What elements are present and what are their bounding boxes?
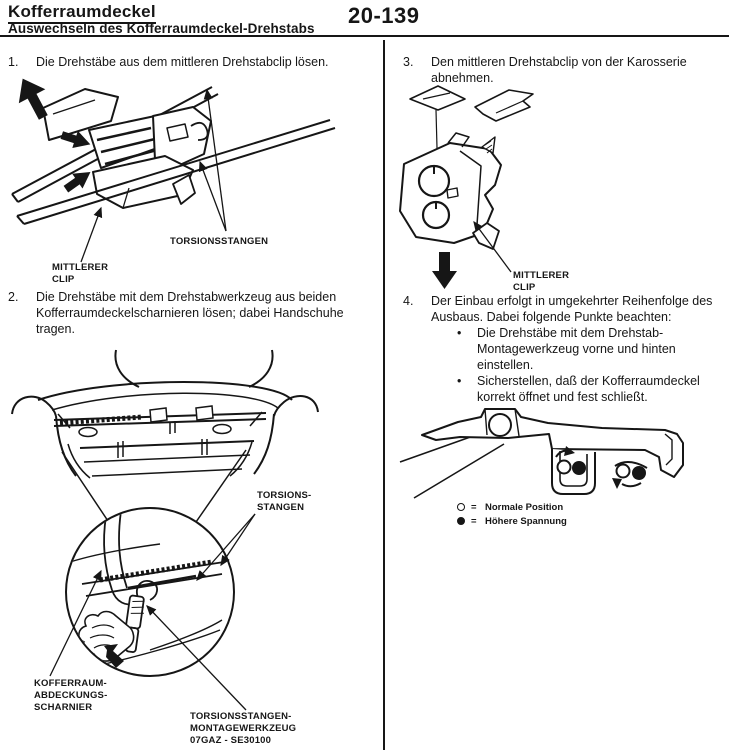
- open-circle-icon: [457, 503, 465, 511]
- normal-position-hole: [556, 459, 572, 475]
- push-right-arrow-icon: [60, 130, 91, 148]
- shift-arrowhead-icon: [564, 446, 575, 456]
- figure-middle-clip-release: TORSIONSSTANGEN MITTLERER CLIP: [11, 78, 336, 285]
- step-3: 3. Den mittleren Drehstabclip von der Ka…: [403, 54, 723, 86]
- step-3-text: Den mittleren Drehstabclip von der Karos…: [431, 55, 687, 85]
- hinge-label-line3: SCHARNIER: [34, 702, 92, 713]
- figure1-leader-lines: [80, 88, 227, 263]
- tool-label-line2: MONTAGEWERKZEUG: [190, 723, 296, 734]
- bullet-text: Sicherstellen, daß der Kofferraumdeckel …: [477, 374, 700, 404]
- figure2-leader-lines: [49, 513, 256, 711]
- torsion-bars-label: TORSIONSSTANGEN: [170, 236, 268, 247]
- equals-sign: =: [471, 515, 477, 527]
- higher-tension-hole-2: [632, 466, 646, 480]
- turn-arrow-icon: [104, 644, 124, 668]
- torsion-bar-lines: [399, 429, 505, 499]
- end-hook-line: [664, 433, 673, 466]
- step-2: 2. Die Drehstäbe mit dem Drehstabwerkzeu…: [8, 289, 378, 337]
- step-4-bullets: • Die Drehstäbe mit dem Drehstab-Montage…: [454, 325, 725, 405]
- step-4-text: Der Einbau erfolgt in umgekehrter Reihen…: [431, 294, 713, 324]
- magnifier-cone-lines: [61, 449, 247, 525]
- header-divider: [0, 35, 729, 37]
- bullet-marker: •: [457, 326, 462, 340]
- shift-arrowhead-icon-2: [612, 478, 622, 489]
- step-4-main: 4. Der Einbau erfolgt in umgekehrter Rei…: [403, 293, 725, 325]
- hinge-label-line2: ABDECKUNGS-: [34, 690, 107, 701]
- hinge-arm-drawing: [421, 408, 684, 478]
- clip-body-drawing: [399, 132, 502, 250]
- normal-position-hole-2: [615, 463, 631, 479]
- legend-row-higher: = Höhere Spannung: [457, 514, 567, 528]
- step-1-text: Die Drehstäbe aus dem mittleren Drehstab…: [36, 55, 329, 69]
- middle-clip-label2-line2: CLIP: [513, 282, 536, 293]
- figure3-leader-line: [473, 220, 512, 273]
- tool-label-line1: TORSIONSSTANGEN-: [190, 711, 292, 722]
- column-divider: [383, 40, 385, 750]
- figure-trunk-hinge-tool: TORSIONS- STANGEN KOFFERRAUM- ABDECKUNGS…: [11, 349, 319, 746]
- higher-tension-hole: [572, 461, 586, 475]
- tool-label-line3: 07GAZ - SE30100: [190, 735, 271, 746]
- step-1: 1. Die Drehstäbe aus dem mittleren Drehs…: [8, 54, 368, 70]
- legend-higher-text: Höhere Spannung: [485, 515, 567, 527]
- bullet-item: • Die Drehstäbe mit dem Drehstab-Montage…: [454, 325, 725, 373]
- torsion-label-line1: TORSIONS-: [257, 490, 311, 501]
- position-legend: = Normale Position = Höhere Spannung: [457, 500, 567, 528]
- page-subtitle: Auswechseln des Kofferraumdeckel-Drehsta…: [8, 21, 315, 36]
- bullet-item: • Sicherstellen, daß der Kofferraumdecke…: [454, 373, 725, 405]
- figure-clip-removal: MITTLERER CLIP: [399, 85, 569, 293]
- car-rear-drawing: [11, 349, 319, 479]
- clip-cover-pieces: [409, 85, 534, 122]
- step-1-number: 1.: [8, 55, 19, 69]
- torsion-label-line2: STANGEN: [257, 502, 304, 513]
- page-number: 20-139: [348, 3, 420, 28]
- middle-clip-label-line1: MITTLERER: [52, 262, 108, 273]
- remove-down-arrow-icon: [432, 252, 457, 289]
- middle-clip-label-line2: CLIP: [52, 274, 75, 285]
- legend-normal-text: Normale Position: [485, 501, 564, 513]
- legend-row-normal: = Normale Position: [457, 500, 567, 514]
- step-4: 4. Der Einbau erfolgt in umgekehrter Rei…: [403, 293, 725, 405]
- page-title: Kofferraumdeckel: [8, 2, 156, 24]
- step-2-number: 2.: [8, 290, 19, 304]
- bullet-text: Die Drehstäbe mit dem Drehstab-Montagewe…: [477, 326, 676, 372]
- step-2-text: Die Drehstäbe mit dem Drehstabwerkzeug a…: [36, 290, 344, 336]
- pivot-hole: [488, 413, 512, 437]
- boss-lines: [484, 408, 520, 437]
- bracket-arc: [614, 461, 648, 469]
- shift-arrow-right: [621, 482, 642, 488]
- bullet-marker: •: [457, 374, 462, 388]
- release-up-arrow-icon: [18, 78, 48, 120]
- middle-clip-drawing: [42, 88, 212, 209]
- push-upright-arrow-icon: [63, 171, 91, 193]
- middle-clip-label2-line1: MITTLERER: [513, 270, 569, 281]
- equals-sign: =: [471, 501, 477, 513]
- hinge-label-line1: KOFFERRAUM-: [34, 678, 107, 689]
- step-4-number: 4.: [403, 294, 414, 308]
- filled-circle-icon: [457, 517, 465, 525]
- page-title-text: Kofferraumdeckel: [8, 2, 156, 24]
- figure-hinge-positions: [399, 408, 684, 499]
- step-3-number: 3.: [403, 55, 414, 69]
- torsion-bar-lower: [16, 119, 336, 225]
